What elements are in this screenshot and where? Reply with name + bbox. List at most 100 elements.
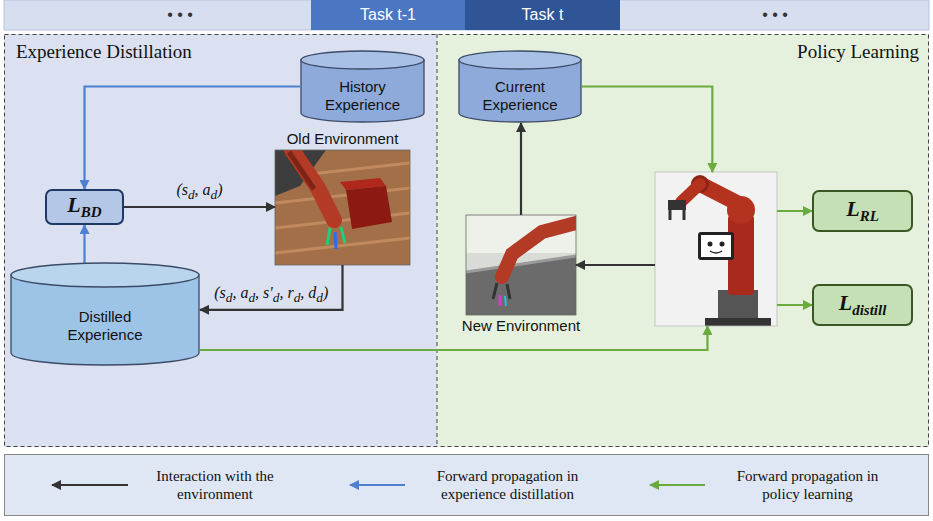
flow-arrow (582, 87, 712, 173)
cylinder-top (11, 263, 199, 287)
text-holder: Current Experience (458, 50, 582, 123)
cylinder-label: Current Experience (474, 78, 566, 114)
legend-text: Forward propagation in experience distil… (420, 467, 595, 503)
stage-panel: Policy LearningCurrent ExperienceNew Env… (437, 34, 929, 447)
flow-arrow (85, 87, 301, 190)
math-symbol: (s (176, 181, 188, 198)
legend-item: Interaction with the environment (140, 467, 290, 503)
flow-arrow (520, 123, 522, 215)
policy-panel-ground (437, 34, 929, 447)
experience-cylinder: Distilled Experience (10, 262, 200, 366)
experience-cylinder: Current Experience (458, 50, 582, 123)
legend-item: Forward propagation in policy learning (720, 467, 895, 503)
text-holder: History Experience (300, 50, 425, 123)
gripper-marker (505, 296, 506, 306)
label-holder: • • • (762, 6, 788, 24)
legend-arrow (52, 484, 128, 486)
legend-text: Interaction with the environment (140, 467, 290, 503)
math-symbol: ) (323, 284, 328, 301)
eye (720, 242, 725, 247)
table (466, 256, 576, 315)
math-symbol: L (846, 196, 859, 221)
math-subscript: BD (81, 204, 102, 220)
math-symbol: , r (279, 284, 293, 301)
stage-panel: Experience DistillationHistory Experienc… (4, 34, 437, 447)
picture-frame (655, 172, 777, 326)
legend-arrow (650, 484, 705, 486)
math-subscript: d (188, 187, 195, 202)
flow-arrow (777, 304, 812, 306)
math-symbol: , d (300, 284, 316, 301)
flow-arrow (576, 264, 655, 266)
math-symbol: (s (214, 284, 226, 301)
forearm (681, 184, 700, 202)
task-bar (4, 0, 929, 30)
task-label: Task t (522, 6, 564, 24)
math-symbol: , s' (255, 284, 273, 301)
math-symbol: L (839, 290, 852, 315)
distillation-panel-ground (4, 34, 437, 447)
text-holder: Policy Learning (797, 41, 919, 63)
cylinder-top (459, 51, 581, 69)
legend-text: Forward propagation in policy learning (720, 467, 895, 503)
panel-heading: Experience Distillation (16, 41, 192, 62)
panel-heading: Policy Learning (797, 41, 919, 62)
text-holder: Old Environment (287, 130, 399, 148)
task-label: Task t-1 (360, 6, 416, 24)
math-symbol: L (67, 192, 80, 217)
ellipsis-mark: • • • (167, 6, 193, 23)
picture-frame (275, 150, 410, 265)
eye (708, 242, 713, 247)
gripper-marker (499, 295, 502, 306)
edge-label-holder: (sd, ad) (174, 181, 224, 203)
head-screen (701, 235, 731, 257)
loss-box: LRL (812, 190, 913, 232)
picture-frame (466, 215, 576, 315)
cylinder-body (11, 275, 199, 365)
loss-label: LRL (846, 197, 879, 225)
loss-box: Ldistill (812, 284, 913, 326)
task-tab: Task t (465, 0, 620, 30)
math-subscript: d (211, 187, 218, 202)
mouth (710, 251, 722, 253)
text-holder: Distilled Experience (10, 262, 200, 366)
edge-label-holder: (sd, ad, s'd, rd, dd) (212, 284, 330, 306)
legend-arrow (350, 484, 405, 486)
legend-bar (5, 455, 929, 516)
cylinder-label: History Experience (317, 78, 409, 114)
math-subscript: distill (852, 302, 886, 318)
picture-caption: Old Environment (287, 130, 399, 147)
cube-face (346, 186, 392, 229)
edge-label: (sd, ad, s'd, rd, dd) (212, 284, 330, 301)
dashed-divider (437, 34, 438, 447)
cylinder-top (301, 51, 424, 69)
dashed-frame (5, 35, 929, 447)
robot-arm (502, 222, 576, 277)
old-environment-illustration (275, 150, 410, 265)
math-symbol: , a (195, 181, 211, 198)
legend-item: Forward propagation in experience distil… (420, 467, 595, 503)
text-holder: New Environment (462, 317, 580, 335)
text-holder: Experience Distillation (16, 41, 192, 63)
loss-label: LBD (67, 193, 101, 221)
math-subscript: d (248, 290, 255, 305)
math-subscript: d (316, 290, 323, 305)
math-subscript: d (273, 290, 280, 305)
flow-arrow (200, 265, 343, 310)
gripper (668, 200, 686, 210)
loss-label: Ldistill (839, 291, 887, 319)
new-environment-scene (466, 215, 576, 315)
robot-illustration (655, 172, 777, 326)
robot-scene (655, 172, 777, 326)
picture-caption: New Environment (462, 317, 580, 334)
gripper-fingers (670, 210, 684, 220)
arm-shade (289, 152, 314, 189)
new-environment-illustration (466, 215, 580, 315)
math-symbol: ) (217, 181, 222, 198)
flow-arrow (124, 206, 275, 208)
cylinder-label: Distilled Experience (59, 308, 151, 344)
task-tab: Task t-1 (311, 0, 465, 30)
environment-picture: New Environment (466, 215, 576, 315)
